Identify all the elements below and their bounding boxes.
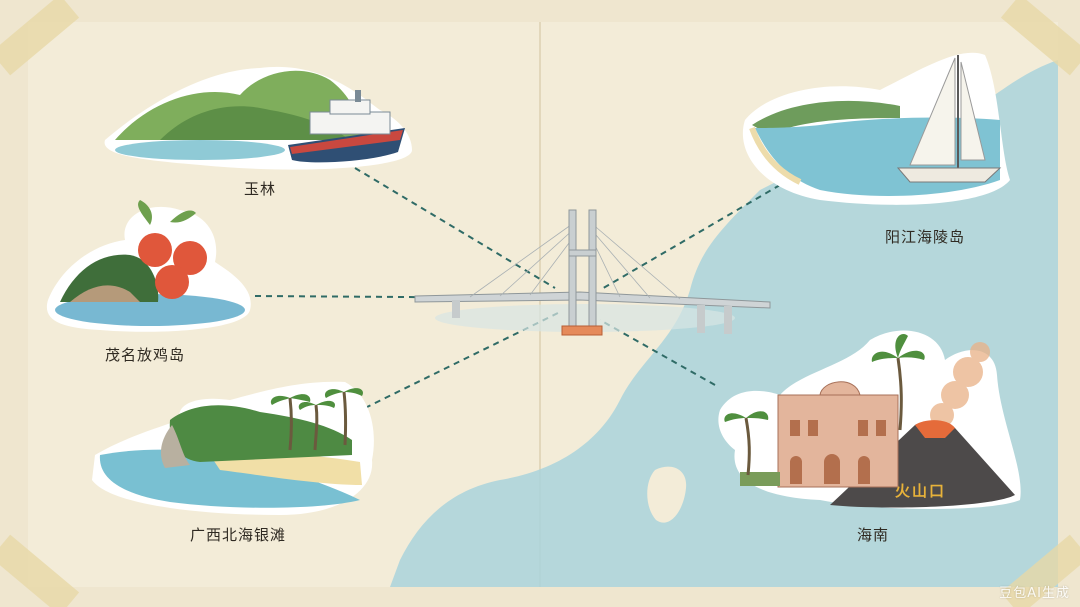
route-yulin	[354, 167, 556, 289]
lychee-island-sticker-icon	[46, 200, 251, 332]
volcano-sign-text: 火山口	[895, 482, 947, 500]
ferry-island-sticker-icon	[104, 66, 412, 170]
tape-bottom-right	[1000, 534, 1080, 607]
cable-stayed-bridge-icon	[414, 209, 771, 336]
palm-beach-sticker-icon	[92, 381, 374, 515]
label-hainan: 海南	[856, 526, 890, 544]
route-yangjiang	[599, 184, 781, 291]
tape-bottom-left	[0, 534, 80, 607]
tape-top-left	[0, 0, 80, 76]
sailboat-beach-sticker-icon	[742, 52, 1010, 205]
taiwan-island	[647, 466, 687, 523]
label-yulin: 玉林	[243, 180, 277, 198]
label-maoming: 茂名放鸡岛	[104, 346, 186, 364]
volcano-arcade-sticker-icon	[718, 330, 1021, 509]
watermark: 豆包AI生成	[999, 586, 1070, 601]
label-yangjiang: 阳江海陵岛	[884, 228, 966, 246]
tape-top-right	[1000, 0, 1080, 76]
label-beihai: 广西北海银滩	[189, 526, 287, 544]
